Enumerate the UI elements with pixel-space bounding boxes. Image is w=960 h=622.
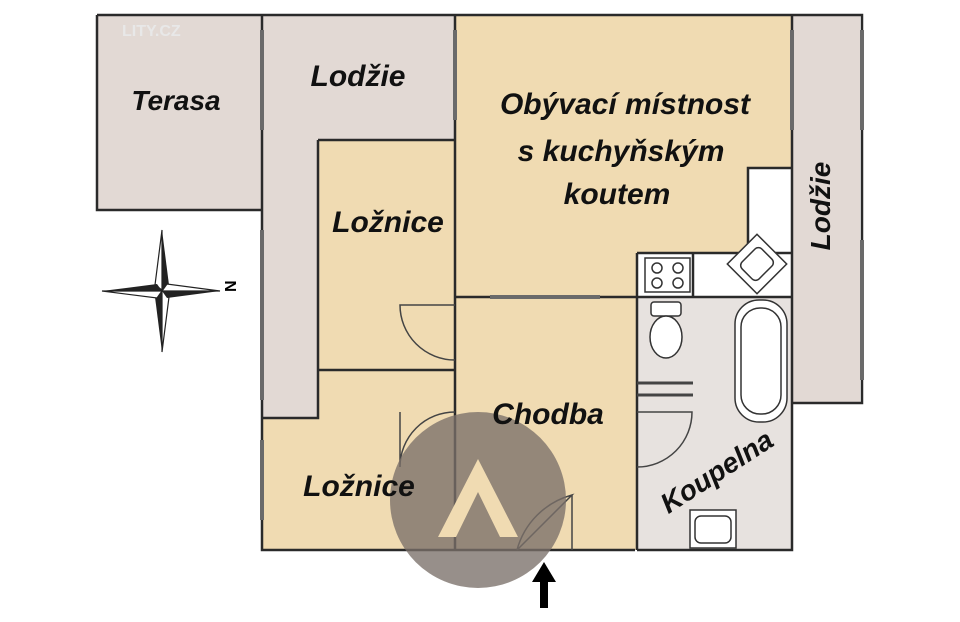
- label-living-line3: koutem: [564, 178, 671, 211]
- compass-rose-icon: N: [101, 229, 240, 353]
- window-marks: [260, 30, 864, 520]
- bathtub-icon: [734, 299, 788, 423]
- kitchen-sink-icon: [726, 233, 788, 295]
- label-lodzie-top: Lodžie: [311, 60, 406, 93]
- living-room-area: [455, 15, 792, 297]
- label-terasa: Terasa: [131, 85, 220, 116]
- loggia-right-area: [792, 15, 860, 403]
- toilet-icon: [649, 301, 683, 359]
- logo-circle-icon: [390, 412, 566, 588]
- bedroom-1-area: [318, 140, 455, 370]
- label-loznice-1: Ložnice: [332, 206, 444, 239]
- loggia-top-area: [262, 15, 455, 418]
- label-living-line1: Obývací místnost: [500, 88, 752, 121]
- watermark-text: LITY.CZ: [122, 23, 181, 40]
- compass-north-letter: N: [223, 280, 240, 292]
- label-loznice-2: Ložnice: [303, 470, 415, 503]
- label-lodzie-right: Lodžie: [805, 162, 836, 251]
- label-chodba: Chodba: [492, 398, 604, 431]
- bathroom-sink-icon: [689, 509, 737, 549]
- stove-icon: [644, 257, 691, 293]
- label-living-line2: s kuchyňským: [518, 135, 725, 168]
- entrance-arrow-icon: [532, 562, 556, 608]
- terrace-area: [97, 15, 262, 210]
